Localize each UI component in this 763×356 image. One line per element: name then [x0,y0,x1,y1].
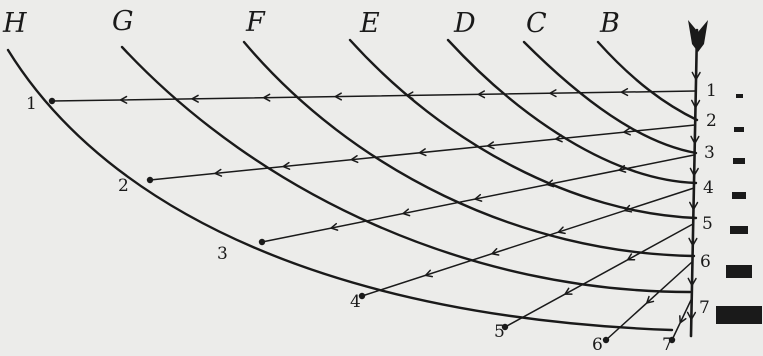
ray-6-direction-arrow-1 [646,295,655,304]
ray-right-label-1: 1 [706,81,717,101]
ray-4-direction-arrow-2 [557,226,566,235]
ray-right-label-6: 6 [700,252,711,272]
ray-left-label-2: 2 [118,176,129,196]
ray-3-direction-arrow-4 [402,208,411,217]
ray-1-direction-arrow-8 [119,95,128,104]
ray-6-endpoint-dot [602,336,610,344]
axis-down-arrow-2 [691,99,701,109]
ray-2-endpoint-dot [146,176,154,184]
ray-1-direction-arrow-5 [334,92,343,101]
ray-left-label-7: 7 [662,335,673,355]
axis-down-arrow-3 [690,135,700,145]
curve-labels: H G F E D C B [2,6,620,39]
ray-2-direction-arrow-1 [623,127,631,136]
ray-6 [605,261,693,341]
ray-4-endpoint-dot [358,292,366,300]
ray-left-labels: 1 2 3 4 5 6 7 [26,94,673,355]
ray-1-direction-arrow-2 [549,89,557,98]
ray-2 [149,124,696,181]
axis-down-arrow-8 [686,311,697,321]
axis-top-arrowhead [688,20,708,52]
ray-3-direction-arrow-3 [474,193,483,202]
ray-right-label-5: 5 [702,214,713,234]
ray-family [48,88,697,344]
ray-5-direction-arrow-1 [626,253,636,261]
curve-label-h: H [2,8,27,39]
ray-5-direction-arrow-2 [564,287,573,295]
ray-2-direction-arrow-6 [282,161,291,170]
bar-mark-7 [716,306,762,324]
ray-1 [51,90,697,102]
ray-4-direction-arrow-3 [491,247,500,256]
curve-e [348,38,698,220]
curve-b [596,40,699,122]
ray-right-label-4: 4 [703,178,714,198]
ray-1-endpoint-dot [48,97,56,105]
curve-g [120,45,692,294]
axis-down-arrow-5 [689,201,699,211]
bar-mark-5 [730,226,748,234]
ray-7-direction-arrow-1 [679,315,687,324]
ray-1-direction-arrow-7 [191,94,199,103]
curve-family [6,38,699,332]
curve-label-c: C [526,8,547,39]
ray-5 [504,223,694,328]
bar-mark-2 [734,127,744,132]
ray-3-endpoint-dot [258,238,266,246]
ray-5-endpoint-dot [501,323,509,331]
ray-left-label-3: 3 [217,244,228,264]
axis-down-arrow-6 [688,237,698,247]
ray-3-direction-arrow-5 [330,222,339,231]
curve-label-g: G [112,6,134,37]
bar-mark-3 [733,158,745,164]
ray-2-direction-arrow-7 [214,168,223,177]
bar-mark-4 [732,192,746,199]
ray-1-direction-arrow-1 [620,88,629,97]
curve-label-e: E [359,8,380,39]
ray-1-direction-arrow-6 [262,93,271,102]
ray-3-direction-arrow-2 [546,179,555,188]
curve-label-f: F [245,7,266,38]
curve-label-b: B [599,8,620,39]
ray-2-direction-arrow-2 [555,134,563,143]
axis-down-arrow-1 [691,71,701,81]
ray-4-direction-arrow-1 [623,204,633,213]
ray-left-label-4: 4 [350,292,361,312]
ray-2-direction-arrow-3 [486,141,495,150]
curve-label-d: D [453,8,476,39]
ray-left-label-6: 6 [592,335,603,355]
ray-2-direction-arrow-5 [350,155,359,164]
curve-f [242,40,696,258]
bar-mark-6 [726,265,752,278]
ray-left-label-5: 5 [494,322,505,342]
ray-right-label-2: 2 [706,111,717,131]
ray-3-direction-arrow-1 [618,164,627,173]
axis-down-arrow-7 [687,277,697,287]
ray-4 [361,187,695,297]
bar-mark-1 [736,94,743,98]
ray-left-label-1: 1 [26,94,37,114]
ray-7 [671,299,692,341]
ray-3 [261,154,695,243]
curve-d [446,38,698,185]
ray-7-endpoint-dot [668,336,676,344]
ray-right-label-3: 3 [704,143,715,163]
curve-h [6,48,674,332]
ray-2-direction-arrow-4 [418,148,427,157]
ray-right-label-7: 7 [699,298,710,318]
ray-1-direction-arrow-3 [477,90,486,99]
axis-arrow-chevrons [686,71,701,321]
ray-4-direction-arrow-4 [424,269,434,278]
curve-c [522,40,698,155]
right-side-bar-marks [716,94,762,324]
axis-down-arrow-4 [689,167,699,177]
ray-right-labels: 1 2 3 4 5 6 7 [699,81,717,318]
ray-1-direction-arrow-4 [406,91,414,100]
